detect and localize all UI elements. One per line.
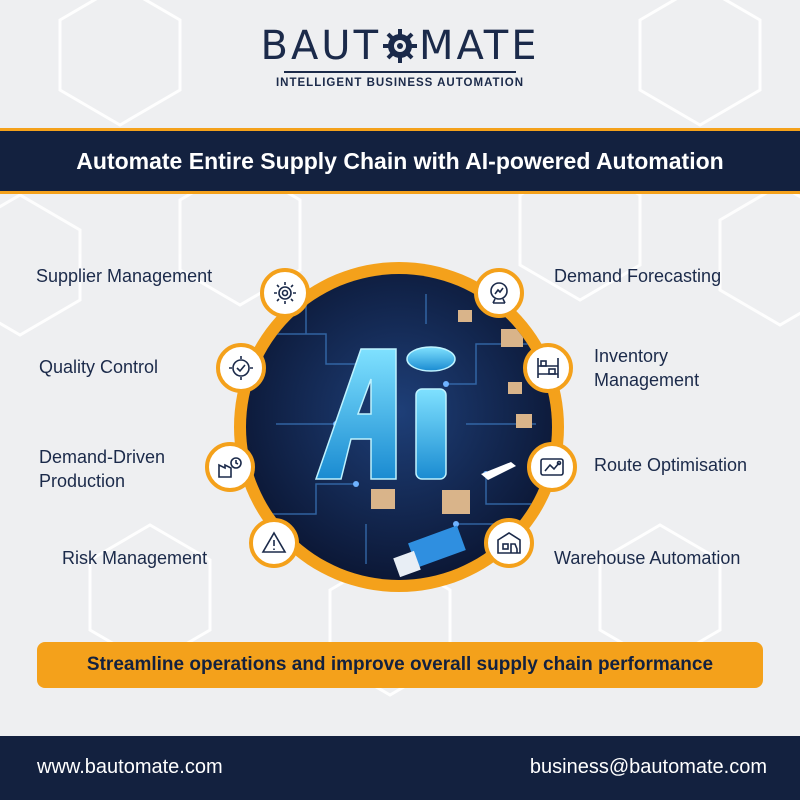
feature-label: Quality Control bbox=[39, 357, 159, 377]
brand-logo: BAUT MATE INTELLIGENT BUSINESS AUTOMATIO… bbox=[0, 24, 800, 89]
warning-triangle-icon bbox=[249, 518, 299, 568]
feature-label-line2: Production bbox=[39, 471, 126, 491]
quality-check-gear-icon bbox=[216, 343, 266, 393]
feature-risk-management: Risk Management bbox=[62, 546, 207, 570]
feature-label: Warehouse Automation bbox=[554, 548, 741, 568]
logo-wordmark: BAUT MATE bbox=[261, 24, 540, 68]
gear-cog-icon bbox=[260, 268, 310, 318]
logo-text-end: MATE bbox=[419, 23, 540, 69]
footer: www.bautomate.com business@bautomate.com bbox=[0, 736, 800, 800]
website-link[interactable]: www.bautomate.com bbox=[37, 756, 223, 778]
feature-label: Supplier Management bbox=[36, 266, 213, 286]
feature-demand-forecasting: Demand Forecasting bbox=[554, 264, 721, 288]
feature-label-line2: Management bbox=[594, 370, 700, 390]
feature-label-line1: Demand-Driven bbox=[39, 447, 166, 467]
feature-route-optimisation: Route Optimisation bbox=[594, 453, 747, 477]
feature-label: Risk Management bbox=[62, 548, 208, 568]
summary-banner: Streamline operations and improve overal… bbox=[37, 642, 763, 688]
gear-logo-icon bbox=[383, 29, 418, 63]
feature-label: Route Optimisation bbox=[594, 455, 748, 475]
headline-band: Automate Entire Supply Chain with AI-pow… bbox=[0, 128, 800, 194]
factory-clock-icon bbox=[205, 442, 255, 492]
logo-divider bbox=[284, 71, 516, 73]
shelves-boxes-icon bbox=[523, 343, 573, 393]
warehouse-forklift-icon bbox=[484, 518, 534, 568]
feature-warehouse-automation: Warehouse Automation bbox=[554, 546, 740, 570]
map-route-icon bbox=[527, 442, 577, 492]
feature-demand-driven-production: Demand-Driven Production bbox=[39, 445, 165, 493]
feature-label: Demand Forecasting bbox=[554, 266, 722, 286]
logo-text-start: BAUT bbox=[260, 23, 382, 69]
banner-text: Streamline operations and improve overal… bbox=[86, 654, 714, 675]
feature-inventory-management: Inventory Management bbox=[594, 344, 699, 392]
page-title: Automate Entire Supply Chain with AI-pow… bbox=[76, 147, 724, 174]
feature-supplier-management: Supplier Management bbox=[36, 264, 212, 288]
feature-quality-control: Quality Control bbox=[39, 355, 158, 379]
crystal-ball-chart-icon bbox=[474, 268, 524, 318]
logo-tagline: INTELLIGENT BUSINESS AUTOMATION bbox=[275, 77, 524, 89]
email-link[interactable]: business@bautomate.com bbox=[529, 756, 767, 778]
feature-label-line1: Inventory bbox=[594, 346, 669, 366]
